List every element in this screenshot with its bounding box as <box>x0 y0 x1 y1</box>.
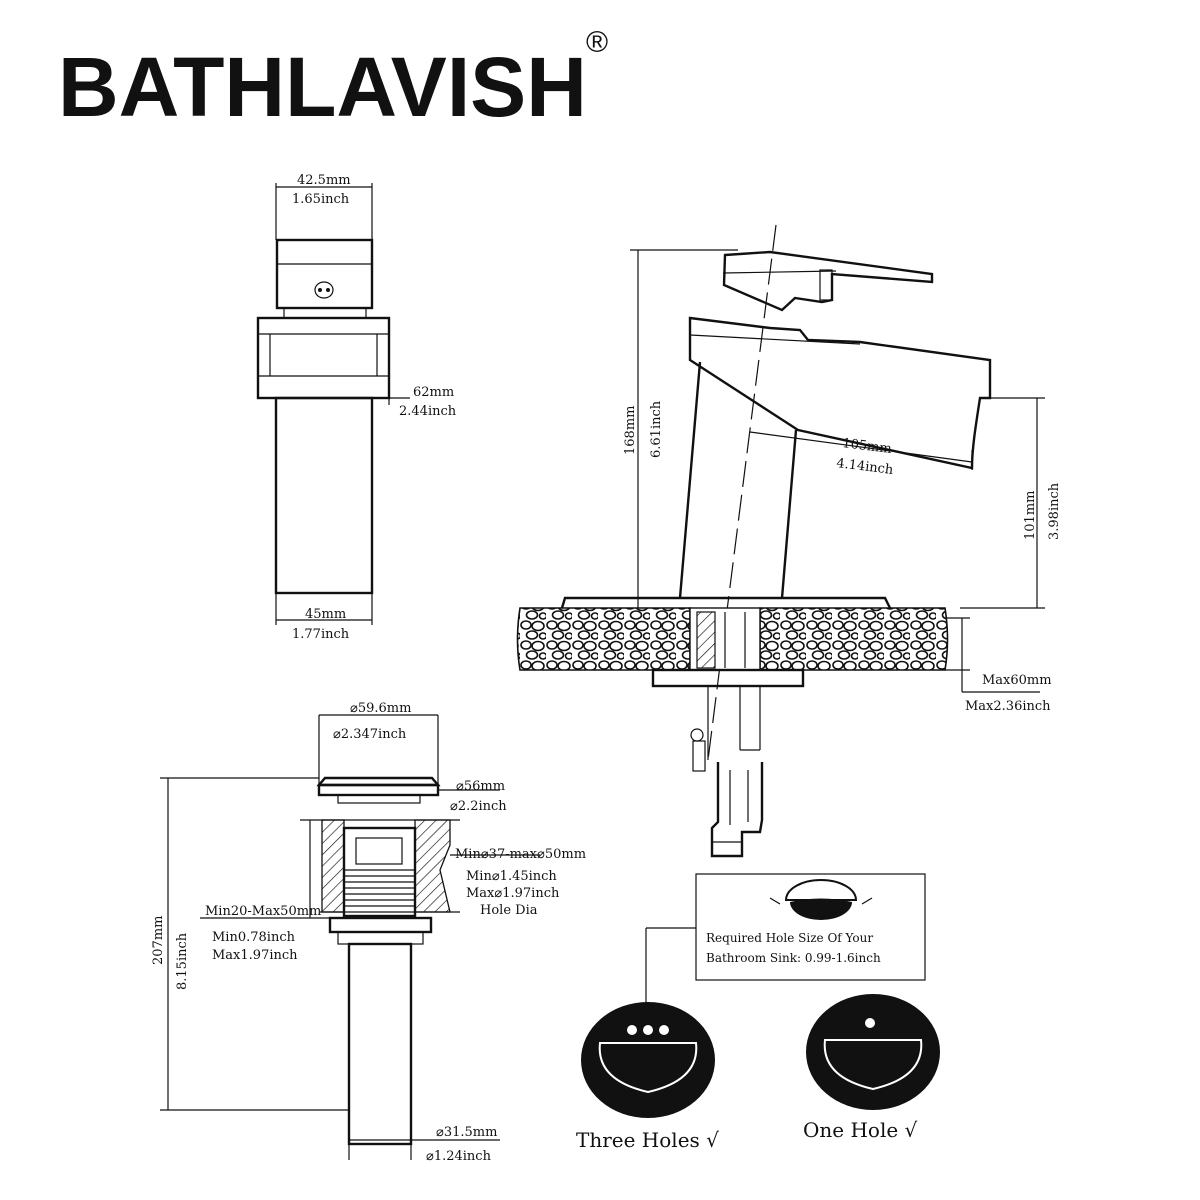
brand-logo: BATHLAVISH ® <box>58 26 608 134</box>
drain-height-mm: 207mm <box>151 916 166 965</box>
drain-thickness-min: Min0.78inch <box>212 930 296 945</box>
registered-mark: ® <box>586 26 608 59</box>
note-line-1: Required Hole Size Of Your <box>706 931 873 945</box>
deck-max-inch: Max2.36inch <box>965 699 1051 714</box>
side-height-inch: 6.61inch <box>649 400 664 458</box>
one-hole-label: One Hole √ <box>803 1118 918 1142</box>
front-view: 42.5mm 1.65inch 62mm 2.44inch 45mm 1.77i… <box>256 173 457 642</box>
drain-hole-range: Min⌀37-max⌀50mm <box>455 847 586 862</box>
front-base-inch: 2.44inch <box>399 404 457 419</box>
drain-hole-min: Min⌀1.45inch <box>466 869 557 884</box>
drain-tail-mm: ⌀31.5mm <box>436 1125 497 1140</box>
brand-name: BATHLAVISH <box>58 40 587 134</box>
side-reach-inch: 4.14inch <box>836 456 895 478</box>
three-hole-sink: Three Holes √ <box>576 1002 719 1152</box>
side-spout-height-inch: 3.98inch <box>1047 482 1062 540</box>
hole-size-note: Required Hole Size Of Your Bathroom Sink… <box>645 873 926 1012</box>
side-height-mm: 168mm <box>623 406 638 455</box>
drain-hole-label: Hole Dia <box>480 903 538 918</box>
front-base-mm: 62mm <box>413 385 454 400</box>
drain-flange-mm: ⌀56mm <box>456 779 505 794</box>
front-width-inch: 1.65inch <box>292 192 350 207</box>
front-width-mm: 42.5mm <box>297 173 351 188</box>
note-line-2: Bathroom Sink: 0.99-1.6inch <box>706 951 881 965</box>
deck-max-mm: Max60mm <box>982 673 1052 688</box>
side-spout-height-mm: 101mm <box>1023 491 1038 540</box>
side-view: 168mm 6.61inch 105mm 4.14inch 101mm 3.98… <box>516 224 1062 858</box>
drain-height-inch: 8.15inch <box>175 932 190 990</box>
drain-cap-inch: ⌀2.347inch <box>333 727 407 742</box>
front-body-mm: 45mm <box>305 607 346 622</box>
side-reach-mm: 105mm <box>842 436 893 457</box>
pop-up-drain: ⌀59.6mm ⌀2.347inch ⌀56mm ⌀2.2inch Min⌀37… <box>151 701 586 1164</box>
three-holes-label: Three Holes √ <box>576 1128 719 1152</box>
drain-thread <box>344 869 415 907</box>
drain-tail-inch: ⌀1.24inch <box>426 1149 492 1164</box>
drain-hole-max: Max⌀1.97inch <box>466 886 560 901</box>
one-hole-sink: One Hole √ <box>803 994 940 1142</box>
drain-flange-inch: ⌀2.2inch <box>450 799 507 814</box>
drain-thickness-max: Max1.97inch <box>212 948 298 963</box>
drain-cap-mm: ⌀59.6mm <box>350 701 411 716</box>
front-body-inch: 1.77inch <box>292 627 350 642</box>
drain-thickness-mm: Min20-Max50mm <box>205 904 321 919</box>
